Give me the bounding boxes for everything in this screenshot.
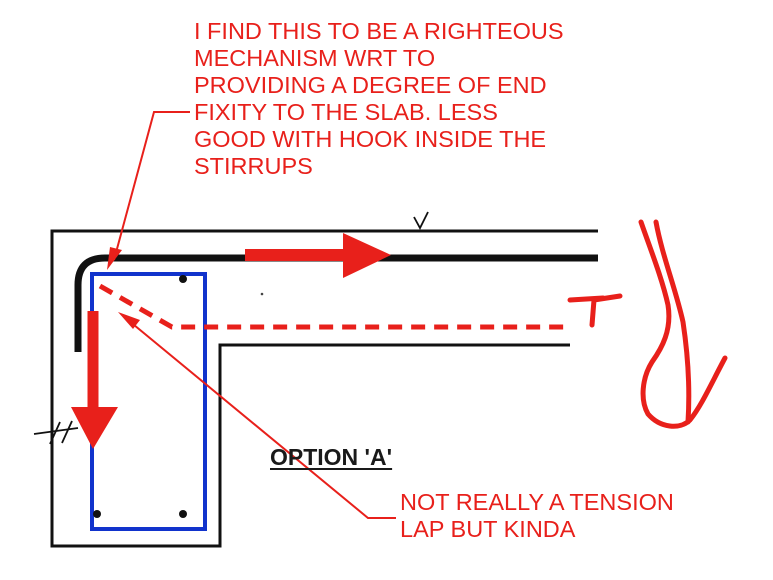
top-note-leader	[113, 111, 190, 261]
downward-arrow-head	[71, 407, 118, 449]
corner-bar-top-right	[179, 275, 187, 283]
annotation-bottom: NOT REALLY A TENSION LAP BUT KINDA	[400, 489, 674, 543]
annotation-top-line-6: STIRRUPS	[194, 153, 313, 179]
top-note-leader-head	[107, 247, 122, 270]
freehand-sketch-arrow	[567, 219, 728, 429]
alternative-bar-dashed	[98, 283, 572, 330]
bottom-note-leader-head	[118, 312, 140, 329]
corner-bar-bottom-left	[93, 510, 101, 518]
tension-arrow-head	[343, 233, 391, 278]
slab-top-bar-with-hook	[74, 254, 598, 352]
annotation-top-line-3: PROVIDING A DEGREE OF END	[194, 72, 547, 98]
concrete-outline	[50, 229, 598, 548]
annotation-top: I FIND THIS TO BE A RIGHTEOUS MECHANISM …	[194, 18, 564, 180]
weld-symbol	[413, 211, 429, 230]
annotation-top-line-1: I FIND THIS TO BE A RIGHTEOUS	[194, 18, 564, 44]
annotation-top-line-2: MECHANISM WRT TO	[194, 45, 436, 71]
bottom-note-leader	[127, 319, 396, 519]
break-marks	[33, 420, 79, 445]
annotation-bottom-line-2: LAP BUT KINDA	[400, 516, 576, 542]
annotation-top-line-4: FIXITY TO THE SLAB. LESS	[194, 99, 498, 125]
corner-bar-bottom-right	[179, 510, 187, 518]
option-label: OPTION 'A'	[270, 444, 393, 470]
annotation-top-line-5: GOOD WITH HOOK INSIDE THE	[194, 126, 547, 152]
stray-dot	[260, 292, 264, 296]
annotation-bottom-line-1: NOT REALLY A TENSION	[400, 489, 674, 515]
